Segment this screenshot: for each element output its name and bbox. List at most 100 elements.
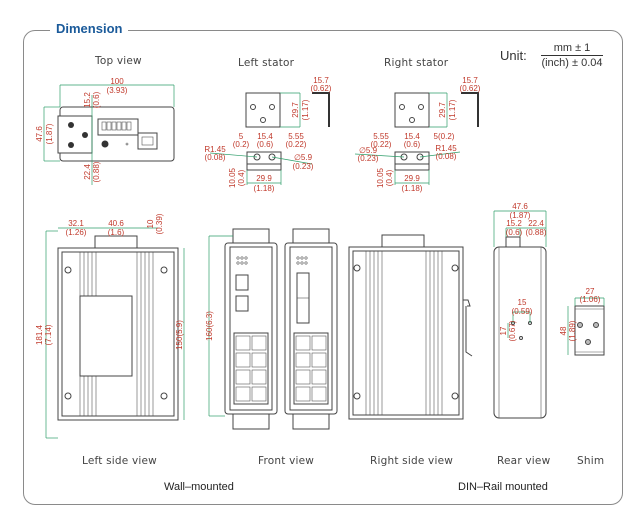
rear-b-dim-in: (0.88): [526, 228, 547, 237]
flange-dim: 15.7: [313, 76, 329, 85]
rj45-port-icon: [295, 386, 311, 402]
side-terminal: [381, 234, 425, 248]
stator-c-dim: 5.55: [288, 132, 304, 141]
rj45-port-icon: [295, 369, 311, 385]
top-view-drawing: 100 (3.93) 47.6 (1.87) 15.2 (0.6) 22.4 (…: [35, 77, 175, 185]
stator-width-dim-in: (1.18): [254, 184, 275, 193]
side-inner: [352, 250, 460, 416]
rj45-port-icon: [251, 369, 267, 385]
stator-flange: [461, 92, 479, 127]
rear-a-dim: 15.2: [506, 219, 522, 228]
stator-base: [246, 151, 282, 171]
unit-denominator: (inch) ± 0.04: [541, 57, 603, 69]
rj45-port-icon: [251, 352, 267, 368]
bottom-mount-ear: [292, 412, 330, 430]
stator-width-dim: 29.9: [256, 174, 272, 183]
stator-depth-dim-in: (0.4): [237, 169, 246, 186]
screw-icon: [82, 132, 88, 138]
rear-terminal: [505, 236, 521, 248]
sfp-slot: [235, 295, 249, 312]
stator-hole-dim: ∅5.9: [294, 153, 313, 162]
din-clip: [463, 299, 471, 307]
rj45-port-icon: [137, 132, 158, 150]
power-jack-icon: [101, 140, 109, 148]
top-height-dim: 47.6: [35, 126, 44, 142]
right-side-view-drawing: [348, 234, 473, 420]
unit-label: Unit:: [500, 48, 527, 63]
rj45-port-icon: [235, 335, 251, 351]
stator-height-dim: 29.7: [291, 102, 300, 118]
terminal-pins: [101, 121, 132, 131]
top-view-label: Top view: [95, 55, 142, 67]
rear-a-dim-in: (0.6): [506, 228, 523, 237]
shim-height-dim: 48: [559, 326, 568, 335]
side-label-plate: [79, 295, 133, 377]
stator-a-dim: 5.55: [373, 132, 389, 141]
right-stator-drawing: 29.7 (1.17) 15.7 (0.62) 5.55 (0.22) 15.4…: [354, 76, 481, 193]
stator-a-dim-in: (0.22): [371, 140, 392, 149]
bottom-mount-ear: [232, 412, 270, 430]
stator-height-dim: 29.7: [438, 102, 447, 118]
rear-width-dim: 47.6: [512, 202, 528, 211]
side-c-dim-in: (0.39): [155, 213, 164, 234]
stator-b-dim-in: (0.6): [257, 140, 274, 149]
din-clip: [465, 306, 473, 357]
rj45-port-icon: [295, 352, 311, 368]
shim-height-dim-in: (1.89): [568, 320, 577, 341]
rj45-port-block: [293, 332, 329, 405]
bottom-offset-dim-in: (0.88): [92, 161, 101, 182]
side-terminal: [94, 235, 138, 249]
stator-hole-dim-in: (0.23): [293, 162, 314, 171]
wall-mounted-label: Wall–mounted: [164, 481, 234, 493]
stator-width-dim-in: (1.18): [402, 184, 423, 193]
stator-width-dim: 29.9: [404, 174, 420, 183]
rear-b-dim: 22.4: [528, 219, 544, 228]
side-b-dim-in: (1.6): [108, 228, 125, 237]
rj45-port-block: [233, 332, 269, 405]
top-width-dim-in: (3.93): [107, 86, 128, 95]
shim-width-dim: 27: [586, 287, 595, 296]
stator-flange: [312, 92, 330, 127]
rj45-port-icon: [235, 386, 251, 402]
screw-icon: [68, 122, 74, 128]
rear-width-dim-in: (1.87): [510, 211, 531, 220]
stator-b-dim: 15.4: [404, 132, 420, 141]
rj45-port-icon: [251, 335, 267, 351]
dimension-frame: [23, 30, 623, 505]
shim-plate: [574, 305, 605, 356]
stator-height-dim-in: (1.17): [301, 99, 310, 120]
stator-depth-dim: 10.05: [376, 167, 385, 188]
heatsink-fins-right: [136, 252, 154, 416]
stator-radius-dim-in: (0.08): [205, 153, 226, 162]
stator-a-dim-in: (0.2): [233, 140, 250, 149]
front-view-label: Front view: [258, 455, 315, 467]
terminal-block: [97, 118, 139, 136]
side-b-dim: 40.6: [108, 219, 124, 228]
left-side-view-drawing: 32.1 (1.26) 40.6 (1.6) 10 (0.39) 181.4 (…: [35, 213, 185, 439]
flange-dim-in: (0.62): [460, 84, 481, 93]
side-a-dim-in: (1.26): [66, 228, 87, 237]
rj45-port-icon: [235, 352, 251, 368]
top-offset-dim-in: (0.6): [92, 91, 101, 108]
right-side-view-label: Right side view: [370, 455, 454, 467]
rj45-ports: [295, 335, 327, 402]
stator-b-dim: 15.4: [257, 132, 273, 141]
din-rail-mounted-label: DIN–Rail mounted: [458, 481, 548, 493]
flange-dim-in: (0.62): [311, 84, 332, 93]
led-cluster: [236, 256, 248, 265]
unit-fraction: mm ± 1 (inch) ± 0.04: [541, 42, 603, 69]
stator-hole-dim: ∅5.9: [359, 146, 378, 155]
rj45-port-icon: [235, 369, 251, 385]
side-total-dim: 181.4: [35, 324, 44, 345]
bottom-offset-dim: 22.4: [83, 164, 92, 180]
rj45-ports: [235, 335, 267, 402]
rear-view-drawing: 47.6 (1.87) 15.2 (0.6) 22.4 (0.88) 15 (0…: [493, 202, 547, 419]
top-height-dim-in: (1.87): [45, 123, 54, 144]
top-offset-dim: 15.2: [83, 92, 92, 108]
stator-depth-dim-in: (0.4): [385, 169, 394, 186]
side-body-dim: 150(5.9): [175, 320, 184, 350]
rear-hole-v-dim: 17: [499, 326, 508, 335]
rj45-port-icon: [295, 335, 311, 351]
shim-label: Shim: [577, 455, 605, 467]
